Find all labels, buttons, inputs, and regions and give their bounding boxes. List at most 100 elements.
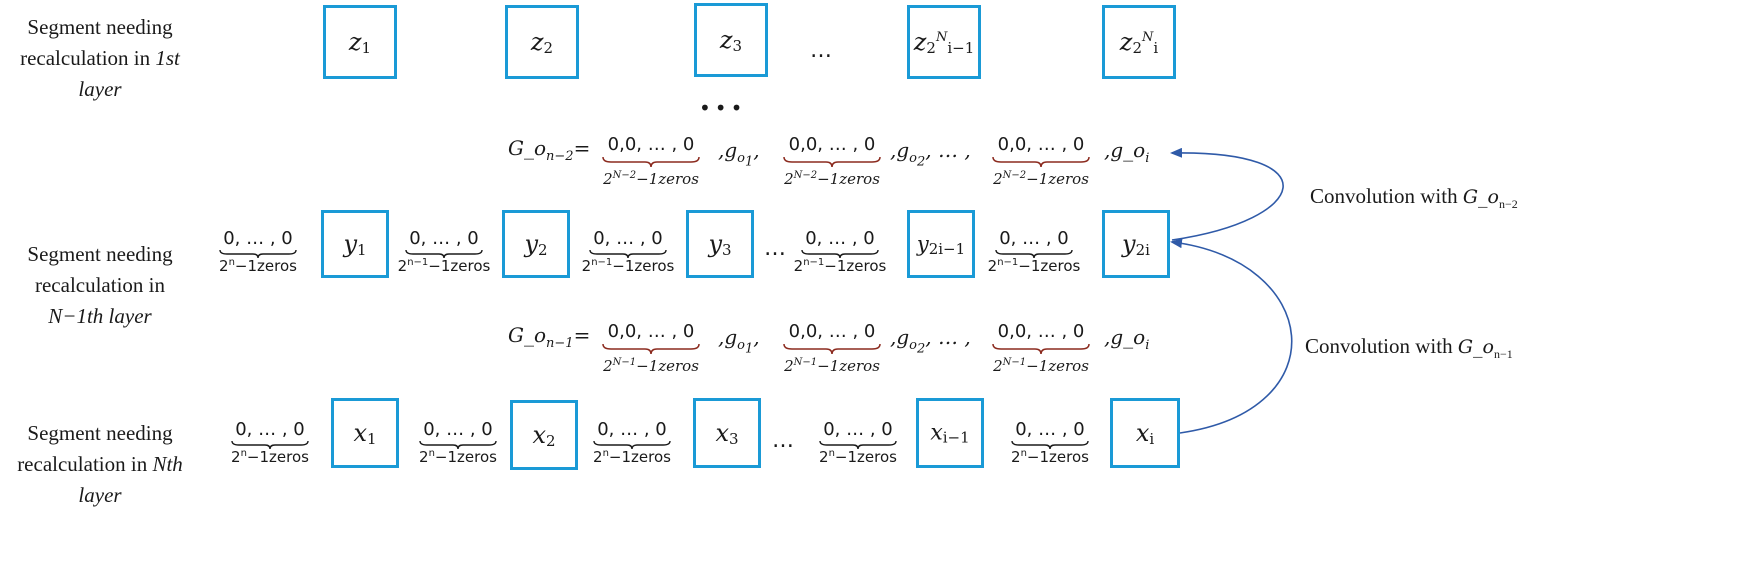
x-zeros-3-top: 0, … , 0 — [597, 419, 667, 440]
layer-label-first: Segment needing recalculation in 1st lay… — [0, 12, 200, 105]
y-box-4-sub: 2i−1 — [928, 240, 966, 258]
layer-label-last-line1: Segment needing — [27, 421, 173, 445]
kernel-n2-lhs: G_on−2= — [508, 136, 590, 164]
y-zeros-4-base: 2 — [793, 257, 804, 275]
kernel-n2-g2-text: ,g — [890, 138, 910, 162]
x-box-1-var: x — [353, 419, 367, 447]
underbrace — [219, 249, 297, 259]
x-zeros-4-top: 0, … , 0 — [823, 419, 893, 440]
kernel-n2-zeros-3-top: 0,0, … , 0 — [997, 134, 1085, 155]
convolution-label-lower: Convolution with G_on−1 — [1305, 334, 1513, 362]
x-zeros-4-exp: n — [828, 448, 835, 459]
kernel-n2-zeros-3-base: 2 — [993, 170, 1003, 188]
kernel-n1-g1-sub: o — [737, 338, 745, 353]
x-zeros-4-base: 2 — [819, 448, 829, 466]
x-box-3: x3 — [693, 398, 761, 468]
y-zeros-5-top: 0, … , 0 — [999, 228, 1069, 249]
kernel-n2-zeros-1-base: 2 — [603, 170, 613, 188]
x-zeros-2-rest: −1zeros — [434, 448, 497, 466]
z-box-3-var: z — [719, 26, 733, 54]
z-box-4-var: z — [913, 28, 927, 56]
y-row-ellipsis: … — [764, 236, 786, 261]
kernel-n2-lhs-var: G_o — [508, 136, 547, 160]
x-zeros-5-base: 2 — [1011, 448, 1021, 466]
kernel-n2-zeros-1-rest: −1zeros — [636, 170, 699, 188]
z-box-5-supsub: i — [1153, 39, 1159, 57]
layer-label-middle-line3: N−1th layer — [48, 304, 152, 328]
y-box-5-sub: 2i — [1135, 241, 1150, 259]
kernel-n1-zeros-3-top: 0,0, … , 0 — [997, 321, 1085, 342]
kernel-n2-zeros-1: 0,0, … , 0 2N−2−1zeros — [596, 134, 706, 188]
underbrace — [995, 249, 1073, 259]
x-zeros-4-rest: −1zeros — [834, 448, 897, 466]
underbrace — [819, 440, 897, 450]
y-box-3-sub: 3 — [722, 241, 732, 259]
x-box-3-sub: 3 — [729, 430, 739, 448]
y-zeros-5-base: 2 — [987, 257, 998, 275]
kernel-n2-zeros-3-rest: −1zeros — [1026, 170, 1089, 188]
x-zeros-4: 0, … , 0 2n−1zeros — [810, 419, 906, 466]
layer-label-middle-line2: recalculation in — [34, 273, 166, 297]
kernel-n1-g2-rest: , … , — [925, 325, 971, 349]
kernel-n1-eq: = — [573, 323, 591, 347]
underbrace — [419, 440, 497, 450]
x-zeros-1-base: 2 — [231, 448, 241, 466]
x-zeros-2: 0, … , 0 2n−1zeros — [410, 419, 506, 466]
layer-label-first-line1: Segment needing — [27, 15, 173, 39]
y-box-2-sub: 2 — [538, 241, 548, 259]
z-box-4: z2Ni−1 — [907, 5, 981, 79]
z-box-5-sub: 2 — [1132, 39, 1142, 57]
y-zeros-3-exp: n−1 — [591, 257, 613, 268]
kernel-n1-g1-subsub: 1 — [745, 341, 754, 357]
z-box-4-sup: N — [935, 30, 948, 45]
x-zeros-1-exp: n — [240, 448, 247, 459]
underbrace — [602, 156, 700, 168]
x-box-4: xi−1 — [916, 398, 984, 468]
x-zeros-1: 0, … , 0 2n−1zeros — [222, 419, 318, 466]
kernel-n1-zeros-3: 0,0, … , 0 2N−1−1zeros — [986, 321, 1096, 375]
underbrace — [405, 249, 483, 259]
underbrace — [783, 156, 881, 168]
y-zeros-2-exp: n−1 — [407, 257, 429, 268]
kernel-n1-gi-text: ,g_o — [1104, 325, 1146, 349]
kernel-n1-zeros-2-exp: N−1 — [793, 357, 818, 368]
x-zeros-5-rest: −1zeros — [1026, 448, 1089, 466]
underbrace — [593, 440, 671, 450]
x-zeros-5-exp: n — [1020, 448, 1027, 459]
kernel-n1-zeros-1-base: 2 — [603, 357, 613, 375]
kernel-n2-zeros-2-top: 0,0, … , 0 — [788, 134, 876, 155]
kernel-n1-zeros-3-exp: N−1 — [1002, 357, 1027, 368]
layer-label-last-line2: recalculation in — [17, 452, 148, 476]
kernel-n2-g1: ,go1, — [718, 138, 760, 170]
underbrace — [992, 343, 1090, 355]
y-box-4: y2i−1 — [907, 210, 975, 278]
x-zeros-3-exp: n — [602, 448, 609, 459]
y-box-5-var: y — [1122, 230, 1136, 258]
x-zeros-3: 0, … , 0 2n−1zeros — [584, 419, 680, 466]
kernel-n2-gi: ,g_oi — [1104, 138, 1149, 166]
y-zeros-2: 0, … , 0 2n−1−1zeros — [396, 228, 492, 275]
y-box-3: y3 — [686, 210, 754, 278]
layer-label-middle-line1: Segment needing — [27, 242, 173, 266]
z-box-2: z2 — [505, 5, 579, 79]
y-box-1-sub: 1 — [357, 241, 367, 259]
kernel-n2-lhs-sub: n−2 — [546, 149, 574, 164]
kernel-n2-g1-text: ,g — [718, 138, 738, 162]
underbrace — [231, 440, 309, 450]
x-box-4-sub: i−1 — [942, 428, 970, 447]
y-box-2-var: y — [524, 230, 538, 258]
x-box-4-var: x — [930, 420, 943, 446]
z-box-4-sub: 2 — [926, 39, 936, 57]
kernel-n2-eq: = — [573, 136, 591, 160]
arrow-x-to-y — [1170, 238, 1293, 434]
kernel-n2-g1-sub: o — [737, 151, 745, 166]
kernel-n2-zeros-2-base: 2 — [784, 170, 794, 188]
y-zeros-5-exp: n−1 — [997, 257, 1019, 268]
y-box-3-var: y — [708, 230, 722, 258]
z-box-5-sup: N — [1142, 30, 1154, 45]
kernel-n2-g1-subsub: 1 — [745, 154, 754, 170]
kernel-n1-gi: ,g_oi — [1104, 325, 1149, 353]
kernel-n1-zeros-1-top: 0,0, … , 0 — [607, 321, 695, 342]
x-zeros-5-top: 0, … , 0 — [1015, 419, 1085, 440]
